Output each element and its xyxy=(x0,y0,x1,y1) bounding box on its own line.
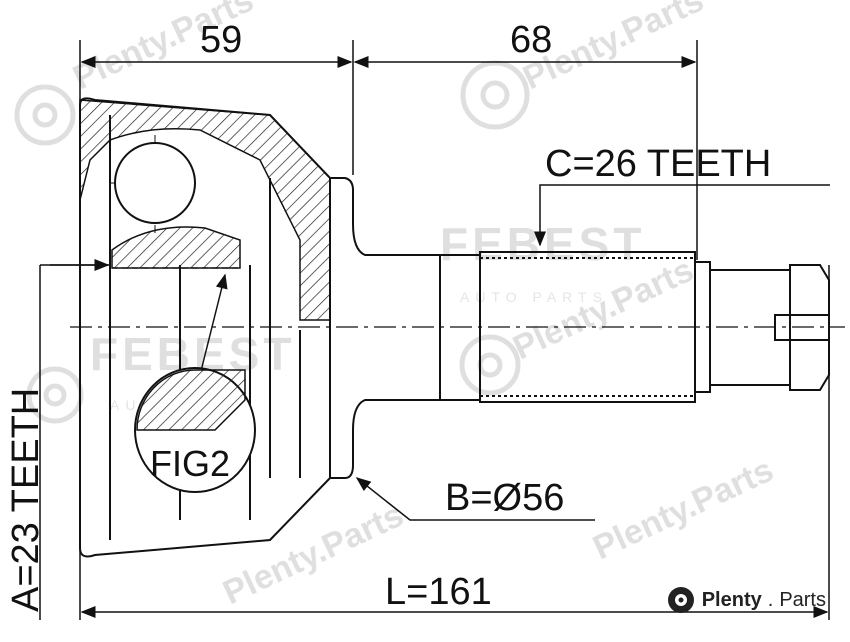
watermark-text-5: Plenty.Parts xyxy=(217,496,409,612)
inner-race-hatch xyxy=(111,226,241,269)
watermark: Plenty.Parts Plenty.Parts Plenty.Parts P… xyxy=(14,0,779,612)
dim-59: 59 xyxy=(200,19,242,61)
fig2-label: FIG2 xyxy=(150,443,230,484)
dimension-lines xyxy=(39,56,830,620)
stub-shaft xyxy=(439,251,830,403)
brake-disc-icon xyxy=(667,587,694,613)
dim-spline-a: A=23 TEETH xyxy=(5,388,47,612)
watermark-disc-icon xyxy=(14,60,530,424)
dim-spline-c: C=26 TEETH xyxy=(545,143,771,185)
ball xyxy=(114,142,196,224)
brand-logo: Plenty.Parts xyxy=(666,585,826,615)
brand-dot: . xyxy=(767,588,774,611)
watermark-brand-1: FEBEST xyxy=(440,218,645,270)
watermark-text-4: Plenty.Parts xyxy=(587,451,779,567)
dim-68: 68 xyxy=(510,19,552,61)
fig2-detail: FIG2 xyxy=(134,367,256,493)
brand-suffix: Parts xyxy=(779,588,826,611)
dim-diameter-b: B=Ø56 xyxy=(445,477,564,519)
watermark-brand-sub-1: AUTO PARTS xyxy=(460,289,608,305)
brand-name: Plenty xyxy=(701,588,762,611)
housing-section-hatch xyxy=(79,99,331,321)
dim-length-l: L=161 xyxy=(385,571,492,613)
